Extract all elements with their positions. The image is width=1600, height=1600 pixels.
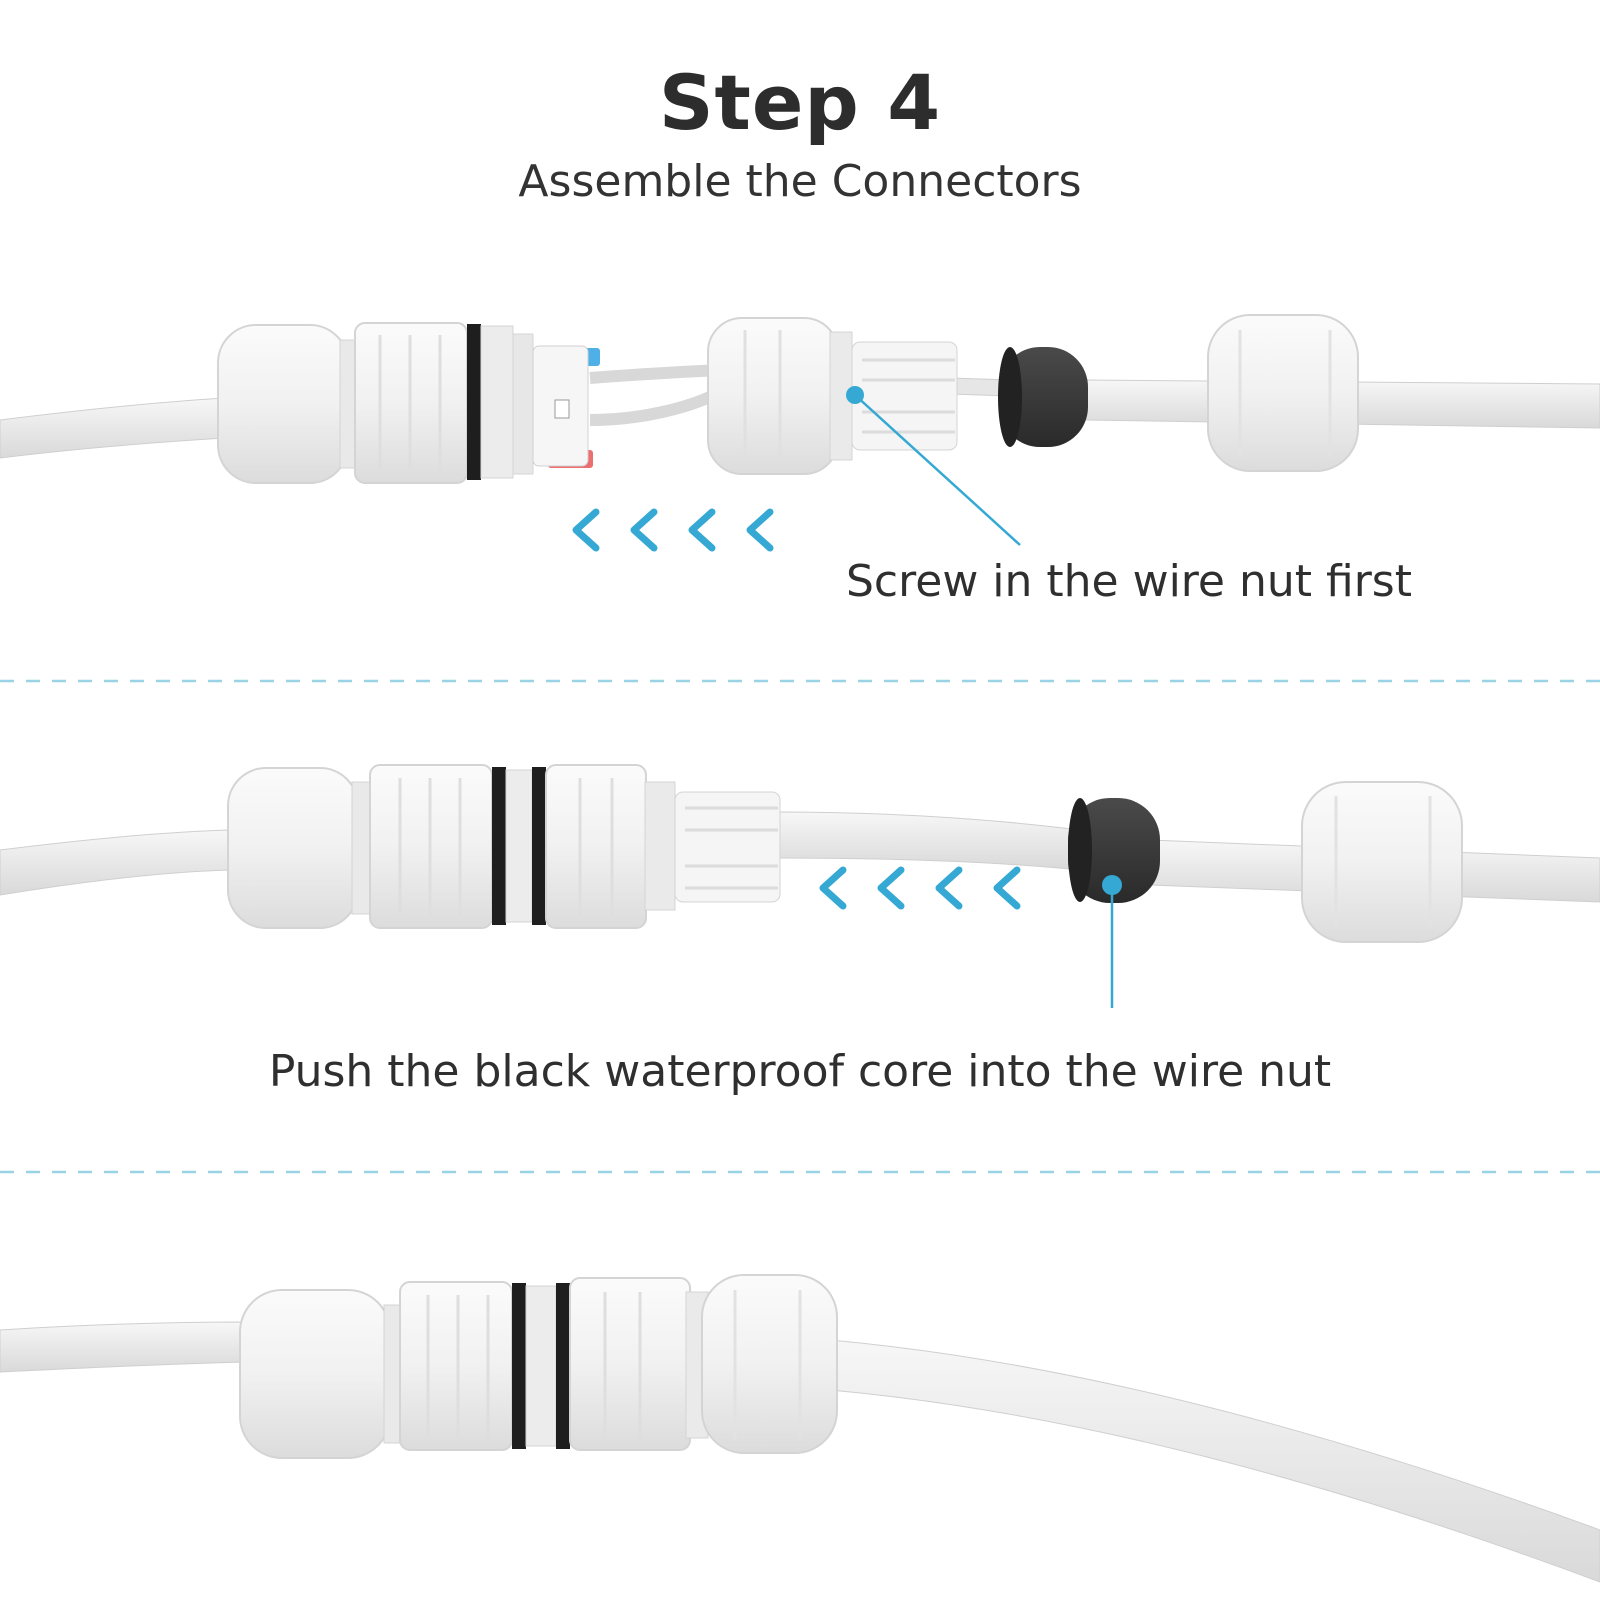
page-title: Step 4 <box>658 58 942 147</box>
leader-dot-icon <box>846 386 864 404</box>
end-cap <box>1301 781 1463 943</box>
left-cable <box>0 829 231 896</box>
step-2-caption: Push the black waterproof core into the … <box>268 1046 1332 1097</box>
end-cap <box>701 1274 838 1454</box>
o-ring <box>492 767 506 925</box>
middle-cable <box>774 811 1081 871</box>
wire-nut-claws <box>674 791 781 903</box>
o-ring <box>512 1283 526 1449</box>
step-1-caption: Screw in the wire nut first <box>846 556 1412 607</box>
leader-dot-icon <box>1102 875 1122 895</box>
end-cap <box>1207 314 1359 472</box>
left-cable <box>0 397 226 459</box>
chevron-left-icon <box>572 508 774 552</box>
left-cable-gland <box>217 324 349 484</box>
o-ring <box>467 324 481 480</box>
page-subtitle: Assemble the Connectors <box>518 156 1082 207</box>
right-cable <box>829 1339 1600 1583</box>
wire-nut <box>545 764 647 929</box>
chevron-left-icon <box>819 866 1021 910</box>
wire-nut <box>707 317 839 475</box>
step-1-illustration <box>0 314 1600 552</box>
left-cable-gland <box>239 1289 391 1459</box>
step-2-illustration <box>0 764 1600 1008</box>
black-waterproof-core <box>1000 347 1088 447</box>
left-cable-gland <box>227 767 359 929</box>
step-3-illustration <box>0 1274 1600 1583</box>
wire-nut-claws <box>851 341 958 451</box>
leader-line-1 <box>854 394 1021 546</box>
black-waterproof-core <box>1068 798 1160 903</box>
wire-nut <box>569 1277 691 1451</box>
connector-body <box>399 1281 513 1451</box>
left-cable <box>0 1321 246 1373</box>
